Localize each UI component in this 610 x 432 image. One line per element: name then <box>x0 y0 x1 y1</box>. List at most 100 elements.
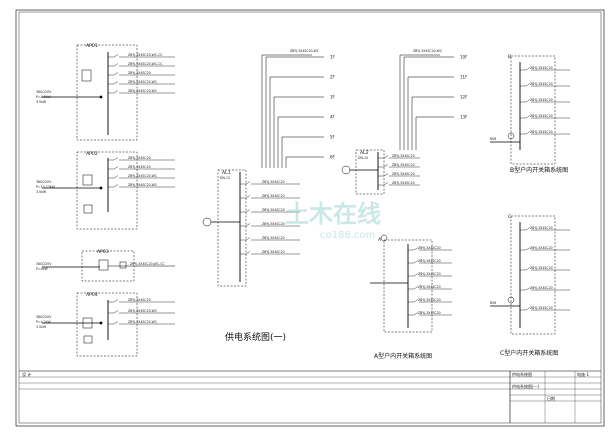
ap04-feeder-row: ZBYJ-3X4SC20 <box>108 298 175 302</box>
a_box-feeder-row: ZBYJ-3X4SC20 <box>408 298 452 302</box>
al2-riser-line: 10F <box>403 55 468 150</box>
al1-feeder-row: ZBYJ-3X4SC20 <box>240 222 300 227</box>
al1-riser-line: 5F <box>281 135 336 168</box>
switch-blade <box>245 223 251 227</box>
ap04-supply-3: 3.5kW <box>36 325 47 329</box>
ap03-supply-2: P=4kW <box>36 267 48 271</box>
al1-floor-label: 4F <box>330 115 336 120</box>
b_box-feeder-row: ZBYJ-3X4SC20 <box>520 82 570 87</box>
switchbox-a-id: A <box>378 237 382 243</box>
riser-path <box>265 56 324 168</box>
switchbox-c-id: C <box>508 214 511 220</box>
al1-feeder-label: ZBYJ-3X4SC20 <box>262 208 285 212</box>
a_box-feeder-row: ZBYJ-3X4SC20 <box>408 259 452 263</box>
ap02-feeder-row: ZBYJ-3X4SC20 <box>108 156 175 161</box>
al2-riser-line: 12F <box>411 95 468 150</box>
switch-blade <box>525 267 531 271</box>
ap02-feeder-row: ZBYJ-3X4SC20-WC <box>108 174 175 179</box>
c_box-feeder-label: ZBYJ-3X4SC20 <box>530 286 553 290</box>
b_box-feeder-row: ZBYJ-3X4SC20 <box>520 130 570 135</box>
b_box-feeder-row: ZBYJ-3X4SC20 <box>520 114 570 119</box>
drawing-frame <box>15 9 605 427</box>
ap01-feeder-label: ZBYJ-3X4SC20 <box>128 71 151 75</box>
b_box-feeder-label: ZBYJ-3X4SC20 <box>530 114 553 118</box>
c_box-feeder-row: ZBYJ-3X4SC20 <box>520 286 570 290</box>
riser-al1-bus: ZBYJ-3X4SC20-WC <box>290 49 320 53</box>
ap01-supply-3: 3.5kW <box>36 100 47 104</box>
switch-blade <box>113 157 119 161</box>
switch-blade <box>245 181 251 185</box>
riser-path <box>411 96 454 150</box>
al1-floor-label: 3F <box>330 95 336 100</box>
switchbox-c-feed: BV6 <box>490 301 496 305</box>
b_box-feeder-label: ZBYJ-3X4SC20 <box>530 66 553 70</box>
watermark: 土木在线 co188.com <box>285 200 381 241</box>
a_box-feeder-label: ZBYJ-3X4SC20 <box>418 259 441 263</box>
switch-blade <box>383 164 389 168</box>
al2-feeder-row: ZBYJ-3X4SC20 <box>378 181 420 186</box>
al2-riser-line: 11F <box>407 75 468 150</box>
switch-blade <box>245 237 251 241</box>
ap01-feeder-label: ZBYJ-3X4SC20-WC-CC <box>128 62 163 66</box>
panel-ap01 <box>42 44 138 141</box>
al1-riser-line: 4F <box>277 115 336 168</box>
title-block-design: 设 计 <box>22 371 31 377</box>
al2-feeder-label: ZBYJ-3X4SC20 <box>392 163 415 167</box>
al1-feeder-row: ZBYJ-3X4SC20 <box>240 208 300 213</box>
a_box-feeder-label: ZBYJ-3X4SC20 <box>418 311 441 315</box>
ap04-feeder-label: ZBYJ-3X4SC20-WC <box>128 320 158 324</box>
riser-al2-bus: ZBYJ-3X4SC20-WC <box>413 49 443 53</box>
ap04-feeder-label: ZBYJ-3X4SC20 <box>128 298 151 302</box>
panel-ap03-id: AP03 <box>97 249 109 255</box>
title-block-date: 日期 <box>547 395 555 401</box>
c_box-feeder-row: ZBYJ-3X4SC20 <box>520 226 570 231</box>
switch-blade <box>413 273 419 277</box>
ap01-feeder-label: ZBYJ-3X4SC20-WC <box>128 89 158 93</box>
al1-floor-label: 5F <box>330 135 336 140</box>
al2-feeder-row: ZBYJ-3X4SC20 <box>378 163 420 168</box>
a_box-feeder-row: ZBYJ-3X4SC20 <box>408 272 452 276</box>
ap01-feeder-row: ZBYJ-3X4SC20-WC <box>108 80 175 85</box>
switch-blade <box>413 260 419 264</box>
ap04-supply-1: 380/220V <box>36 315 52 319</box>
al1-riser-line: 3F <box>273 95 336 168</box>
riser-al1-id: AL1 <box>222 170 231 176</box>
panel-ap02 <box>42 151 138 230</box>
panel-ap01-id: AP01 <box>86 43 98 49</box>
al2-riser-line: 13F <box>415 115 468 150</box>
c_box-feeder-row: ZBYJ-3X4SC20 <box>520 306 570 310</box>
switch-blade <box>383 173 389 177</box>
riser-al1-sub: DN-12 <box>220 176 230 180</box>
caption-c-box: C型户内开关箱系统图 <box>500 349 558 357</box>
ap03-supply-1: 380/220V <box>36 262 52 266</box>
switch-blade <box>113 81 119 85</box>
riser-path <box>415 116 454 150</box>
al2-feeder-label: ZBYJ-3X4SC20 <box>392 181 415 185</box>
ap01-supply-2: P=4.5kW <box>36 95 52 99</box>
ap02-feeder-label: ZBYJ-3X4SC20 <box>128 156 151 160</box>
switch-blade <box>525 99 531 103</box>
al1-feeder-label: ZBYJ-3X4SC20 <box>262 180 285 184</box>
al2-floor-label: 11F <box>460 75 468 80</box>
switch-blade <box>113 184 119 188</box>
al1-feeder-label: ZBYJ-3X4SC20 <box>262 250 285 254</box>
switch-blade <box>413 247 419 251</box>
watermark-text: 土木在线 <box>285 200 381 228</box>
riser-al1 <box>202 54 312 287</box>
b_box-feeder-row: ZBYJ-3X4SC20 <box>520 66 570 71</box>
switch-blade <box>113 299 119 303</box>
switch-blade <box>525 227 531 231</box>
al1-floor-label: 1F <box>330 55 336 60</box>
riser-al2 <box>341 54 440 195</box>
a_box-feeder-row: ZBYJ-3X4SC20 <box>408 311 452 315</box>
ap01-feeder-label: ZBYJ-3X4SC20-WC <box>128 80 158 84</box>
b_box-feeder-label: ZBYJ-3X4SC20 <box>530 130 553 134</box>
c_box-feeder-row: ZBYJ-3X4SC20 <box>520 266 570 270</box>
switch-blade <box>525 67 531 71</box>
b_box-feeder-label: ZBYJ-3X4SC20 <box>530 82 553 86</box>
al1-feeder-label: ZBYJ-3X4SC20 <box>262 194 285 198</box>
ap02-feeder-row: ZBYJ-3X4SC20 <box>108 165 175 170</box>
riser-path <box>281 136 324 168</box>
al2-feeder-row: ZBYJ-3X4SC20 <box>378 172 420 177</box>
